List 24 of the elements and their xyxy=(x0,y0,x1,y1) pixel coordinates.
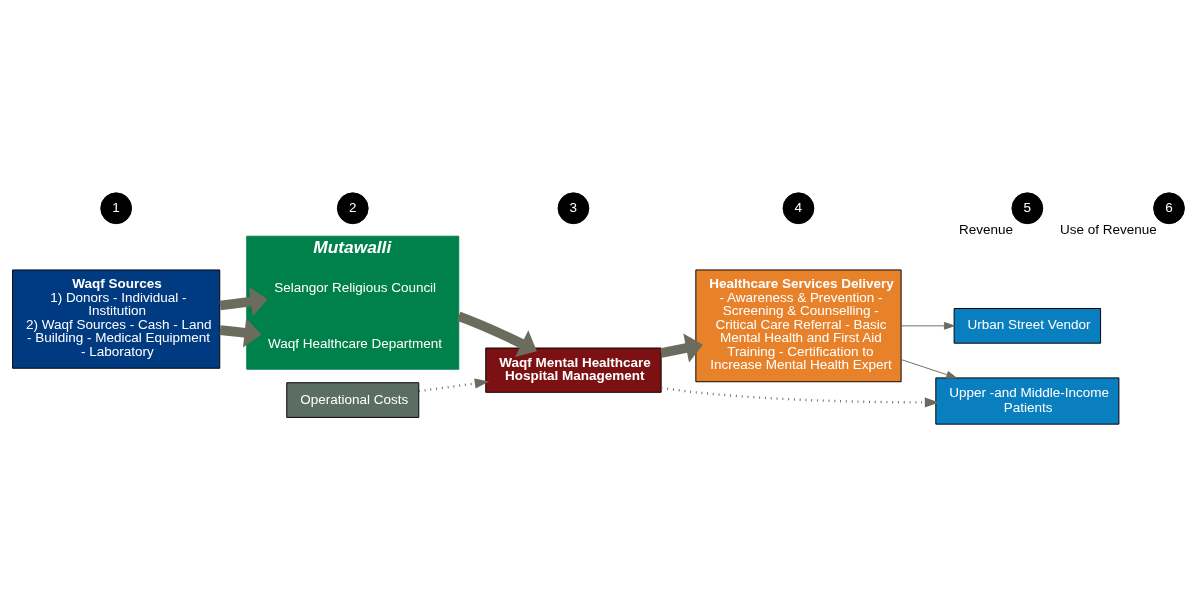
arrow xyxy=(219,317,262,347)
arrow xyxy=(900,321,955,330)
node-box: Upper -and Middle-Income Patients xyxy=(935,376,1120,425)
node-circle: 1 xyxy=(100,191,133,224)
arrow xyxy=(661,386,940,407)
node-box: Healthcare Services Delivery - Awareness & Prevention - Screening & Counselling - Critical Care Referral - Basic Mental Health and First Aid Training - Certification to Increase Mental Health Expert xyxy=(695,268,902,382)
node-label: Use of Revenue xyxy=(1060,221,1157,237)
arrow xyxy=(418,377,490,392)
node-circle: 2 xyxy=(336,191,369,224)
arrow xyxy=(660,332,703,362)
node-circle: 4 xyxy=(782,191,815,224)
node-box: Operational Costs xyxy=(286,381,420,418)
arrow xyxy=(219,286,268,316)
arrow xyxy=(457,311,537,357)
arrow xyxy=(900,358,957,378)
node-circle: 6 xyxy=(1153,191,1185,224)
node-circle: 5 xyxy=(1011,191,1044,224)
node-label: Revenue xyxy=(958,221,1013,237)
node-circle: 3 xyxy=(557,191,590,224)
node-box: Waqf Mental Healthcare Hospital Management xyxy=(485,347,662,393)
node-text: Waqf Healthcare Department xyxy=(267,335,443,351)
node-box: Waqf Sources 1) Donors - Individual - Institution 2) Waqf Sources - Cash - Land - Building - Medical Equipment - Laboratory xyxy=(12,268,221,369)
node-text: Selangor Religious Council xyxy=(274,279,437,295)
node-box: Urban Street Vendor xyxy=(953,307,1102,344)
